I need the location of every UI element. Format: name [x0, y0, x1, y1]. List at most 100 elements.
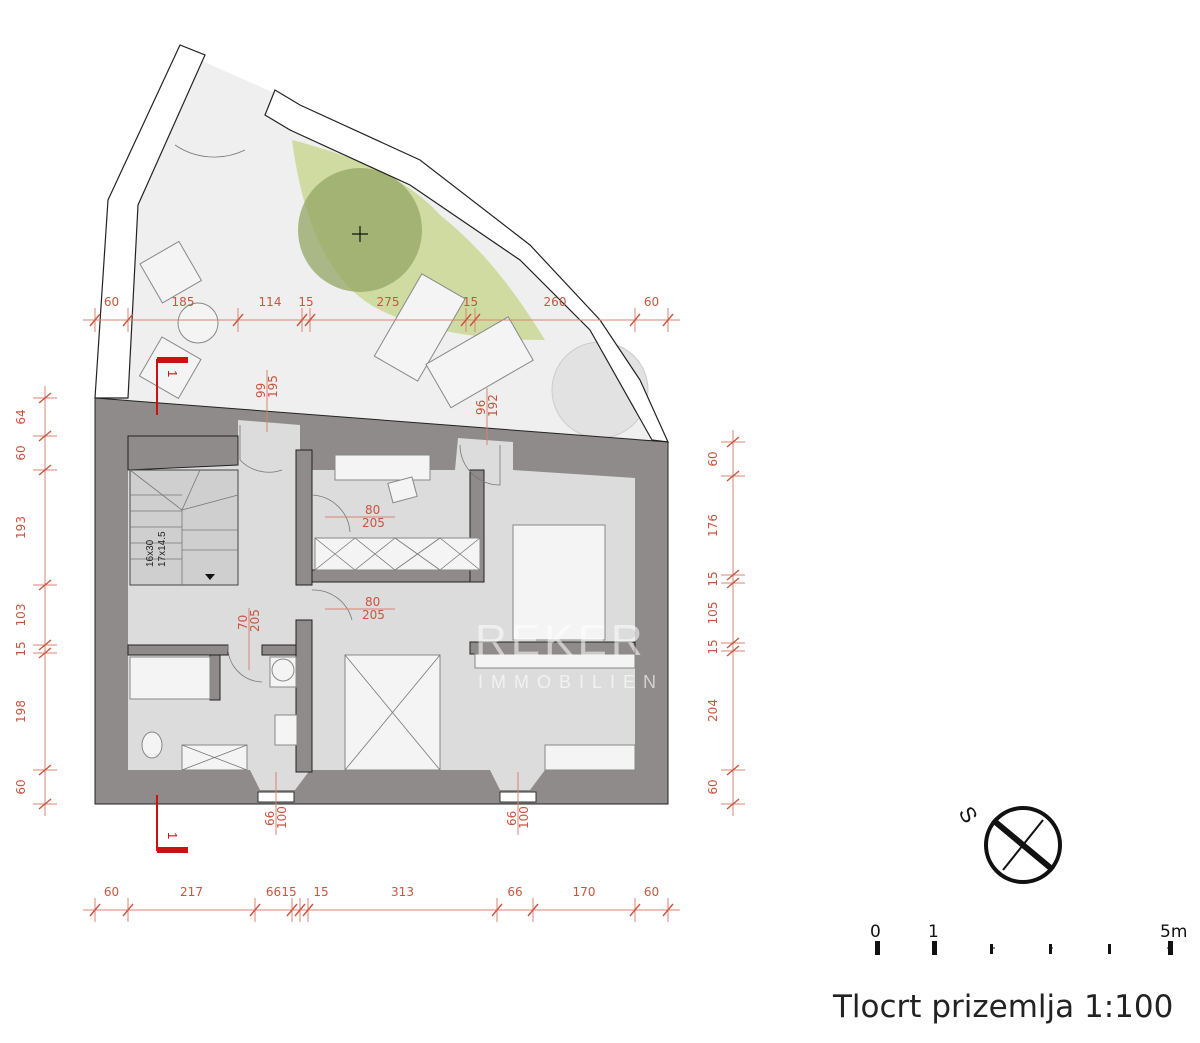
dimension-tick	[726, 569, 740, 581]
dimension-tick	[629, 313, 641, 327]
gate-swing	[174, 144, 246, 158]
dimension-tick	[726, 798, 740, 810]
dimension-label-bottom: 15	[281, 885, 296, 899]
window-height: 100	[517, 806, 531, 829]
dimension-tick	[726, 645, 740, 657]
dimension-tick	[662, 903, 674, 917]
dimension-label-top: 60	[644, 295, 659, 309]
watermark-logo-text: REKER	[475, 616, 647, 665]
dimension-label-left: 103	[14, 604, 28, 627]
scale-label-5m: 5m	[1160, 922, 1187, 942]
dimension-label-bottom: 60	[104, 885, 119, 899]
dimension-tick	[469, 313, 481, 327]
dimension-tick	[38, 464, 52, 476]
dimension-tick	[38, 764, 52, 776]
dimension-tick	[38, 430, 52, 442]
dimension-label-right: 15	[706, 571, 720, 586]
dimension-label-right: 15	[706, 639, 720, 654]
dimension-tick	[629, 903, 641, 917]
dimension-tick	[726, 764, 740, 776]
dimension-label-left: 15	[14, 641, 28, 656]
terrace-furniture	[138, 240, 534, 409]
dimension-label-bottom: 66	[507, 885, 522, 899]
door-width: 96	[474, 400, 488, 415]
dimension-label-right: 204	[706, 699, 720, 722]
door-height: 195	[266, 375, 280, 398]
window-width: 66	[263, 811, 277, 826]
scale-bar: 0 1 5m	[870, 922, 1187, 955]
dimension-label-left: 60	[14, 445, 28, 460]
door-height: 205	[362, 516, 385, 530]
drawing-title: Tlocrt prizemlja 1:100	[832, 989, 1173, 1025]
interior-furniture	[129, 454, 636, 771]
dimension-label-bottom: 66	[266, 885, 281, 899]
dimension-label-right: 105	[706, 602, 720, 625]
dimension-tick	[249, 903, 261, 917]
dimension-label-bottom: 170	[573, 885, 596, 899]
dimension-tick	[302, 903, 314, 917]
dimension-label-right: 60	[706, 779, 720, 794]
door-swings	[227, 425, 501, 683]
interior-walls	[127, 435, 636, 773]
scale-label-0: 0	[870, 922, 881, 942]
staircase: 16x30 17x14.5	[129, 469, 239, 586]
door-width: 80	[365, 595, 380, 609]
dimension-tick	[726, 577, 740, 589]
dimension-label-bottom: 60	[644, 885, 659, 899]
tree-center-icon	[352, 226, 368, 242]
dimension-tick	[89, 903, 101, 917]
dimension-label-top: 114	[259, 295, 282, 309]
dimension-tick	[527, 903, 539, 917]
opening-labels: 99 195 96 192 80 205 80 205 70 205 66 10…	[236, 370, 531, 835]
dimension-label-bottom: 15	[313, 885, 328, 899]
door-height: 205	[248, 609, 262, 632]
window-width: 66	[505, 811, 519, 826]
stair-size-line2: 17x14.5	[157, 531, 168, 567]
dimension-label-right: 60	[706, 451, 720, 466]
dimension-tick	[38, 798, 52, 810]
door-width: 80	[365, 503, 380, 517]
door-height: 192	[486, 394, 500, 417]
dimension-tick	[122, 313, 134, 327]
svg-text:1: 1	[165, 370, 180, 377]
dimension-tick	[460, 313, 472, 327]
north-compass: S	[954, 802, 1062, 884]
dimension-label-top: 260	[544, 295, 567, 309]
dimension-tick	[491, 903, 503, 917]
scale-label-1: 1	[928, 922, 939, 942]
door-width: 99	[254, 383, 268, 398]
dimension-tick	[89, 313, 101, 327]
dimension-tick	[38, 579, 52, 591]
dimension-label-bottom: 313	[391, 885, 414, 899]
dimension-tick	[726, 470, 740, 482]
stair-size-line1: 16x30	[145, 539, 156, 567]
dimension-tick	[286, 903, 298, 917]
section-marker-top: 1	[156, 357, 188, 415]
dimension-label-top: 15	[298, 295, 313, 309]
dimension-tick	[294, 903, 306, 917]
dimension-label-top: 275	[377, 295, 400, 309]
dimension-label-left: 64	[14, 409, 28, 424]
interior-floor	[128, 420, 635, 790]
dimension-tick	[38, 639, 52, 651]
dimension-tick	[304, 313, 316, 327]
dimension-tick	[726, 436, 740, 448]
dimension-label-left: 60	[14, 779, 28, 794]
dimension-label-left: 198	[14, 700, 28, 723]
dimension-tick	[296, 313, 308, 327]
dimension-tick	[38, 647, 52, 659]
door-height: 205	[362, 608, 385, 622]
dimension-tick	[38, 392, 52, 404]
svg-text:1: 1	[165, 832, 180, 839]
dimension-label-left: 193	[14, 516, 28, 539]
dimension-label-bottom: 217	[180, 885, 203, 899]
compass-label: S	[954, 802, 983, 827]
dimension-tick	[726, 637, 740, 649]
window-height: 100	[275, 806, 289, 829]
dimension-tick	[122, 903, 134, 917]
dimension-tick	[662, 313, 674, 327]
watermark-logo-subtext: IMMOBILIEN	[478, 672, 664, 692]
dimension-tick	[232, 313, 244, 327]
